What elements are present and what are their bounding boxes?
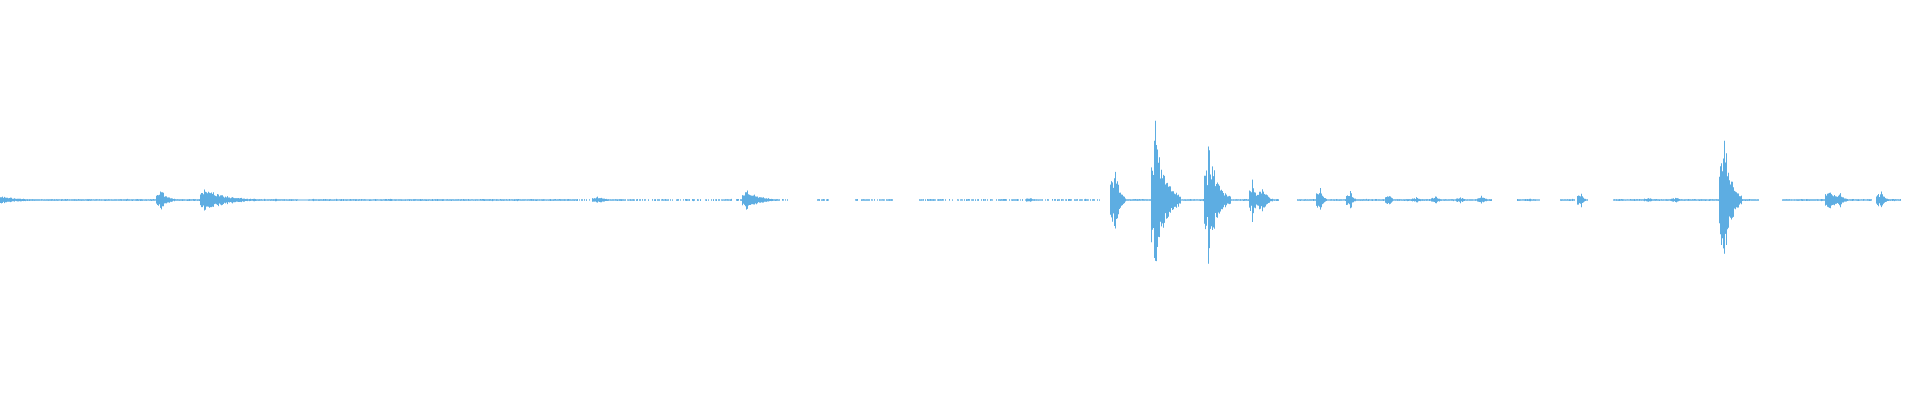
waveform-samples [0,120,1901,264]
waveform-trace [0,120,1901,264]
